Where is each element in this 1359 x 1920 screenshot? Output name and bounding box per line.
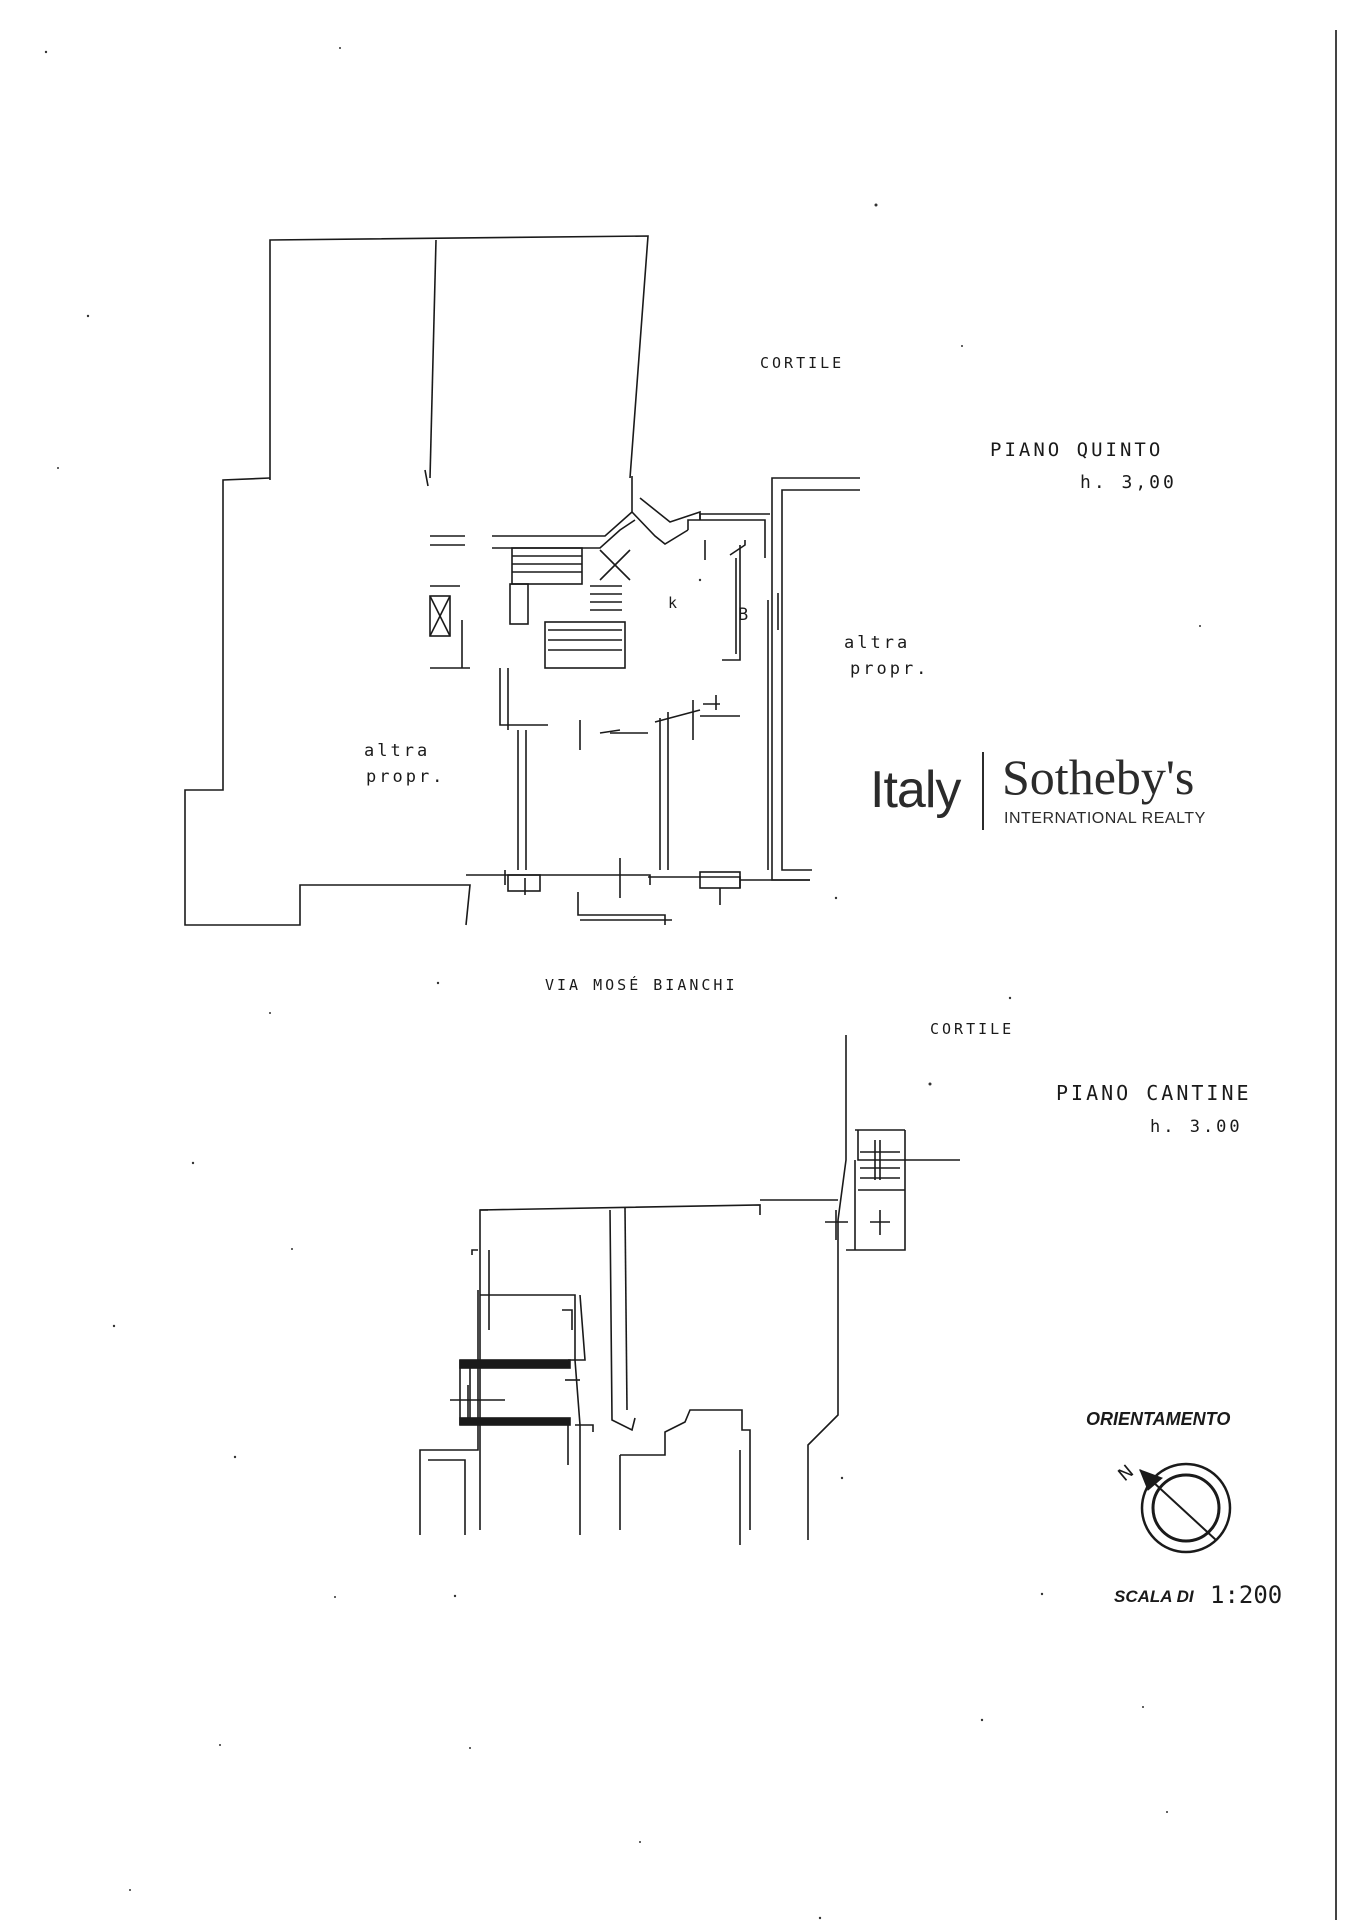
brand-logo: Italy Sotheby's INTERNATIONAL REALTY [870,749,1230,837]
lower-floor-height: h. 3.00 [1150,1117,1243,1137]
scan-specks [44,47,1201,1920]
scale-prefix: SCALA DI [1114,1587,1195,1606]
scale-ratio: 1:200 [1210,1581,1282,1609]
other-property-left-line-2: propr. [366,767,445,787]
upper-floor-plan [184,235,860,926]
upper-floor-height: h. 3,00 [1080,472,1177,493]
room-label-k: k [668,594,680,612]
logo-brand-name: Sotheby's [1002,749,1195,805]
logo-country: Italy [870,761,961,819]
other-property-right-line-1: altra [844,633,910,653]
upper-courtyard-label: CORTILE [760,354,844,372]
upper-floor-name: PIANO QUINTO [990,439,1163,461]
compass-rose-icon [1139,1462,1232,1554]
lower-floor-plan [419,1035,960,1545]
lower-floor-name: PIANO CANTINE [1056,1081,1252,1105]
orientation-label: ORIENTAMENTO [1086,1409,1230,1429]
logo-tagline: INTERNATIONAL REALTY [1004,810,1206,827]
street-label: VIA MOSÉ BIANCHI [545,975,738,994]
logo-separator [982,752,984,830]
room-label-b: B [738,605,751,625]
north-letter: N [1114,1461,1138,1486]
other-property-left-line-1: altra [364,741,430,761]
other-property-right-line-2: propr. [850,659,929,679]
lower-courtyard-label: CORTILE [930,1020,1014,1038]
